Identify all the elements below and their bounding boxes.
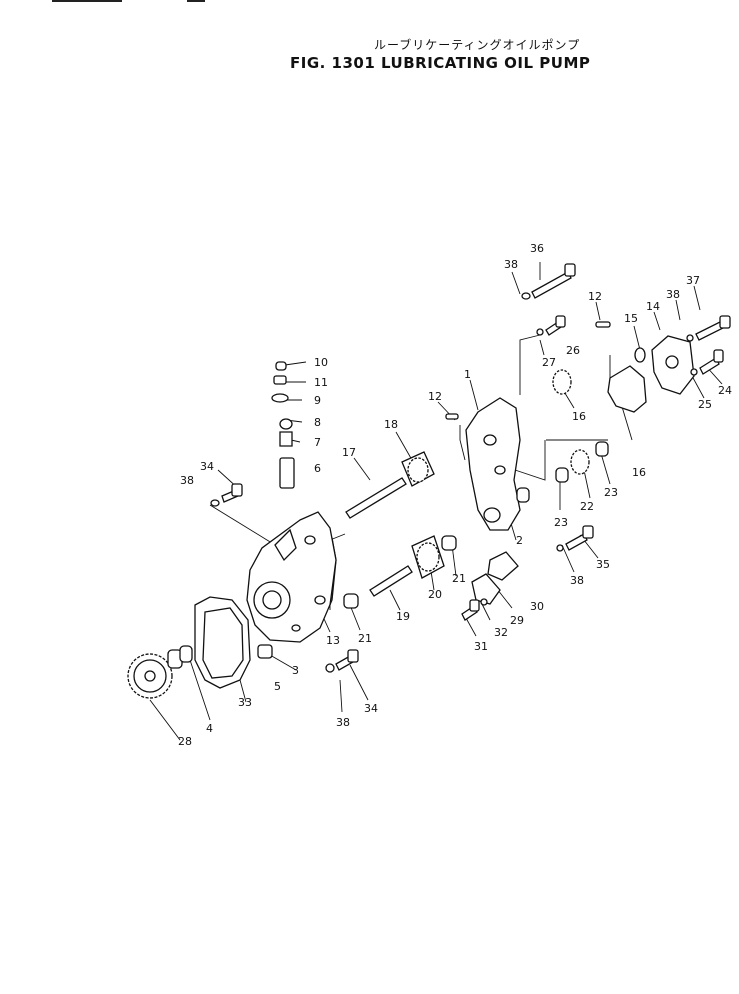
title-japanese: ルーブリケーティングオイルポンプ xyxy=(374,38,581,52)
callout-9: 9 xyxy=(314,394,321,407)
callout-3: 3 xyxy=(292,664,299,677)
callout-26: 26 xyxy=(566,344,580,357)
callout-12: 12 xyxy=(588,290,602,303)
callout-30: 30 xyxy=(530,600,544,613)
callout-27: 27 xyxy=(542,356,556,369)
bolt xyxy=(556,525,594,552)
relief-valve xyxy=(271,361,295,489)
bolt xyxy=(325,649,359,673)
bolts xyxy=(686,315,731,376)
callout-12: 12 xyxy=(428,390,442,403)
callout-1: 1 xyxy=(464,368,471,381)
callout-8: 8 xyxy=(314,416,321,429)
shafts xyxy=(345,477,413,597)
gears xyxy=(343,451,457,609)
callout-37: 37 xyxy=(686,274,700,287)
callout-10: 10 xyxy=(314,356,328,369)
callout-25: 25 xyxy=(698,398,712,411)
scan-mark xyxy=(187,0,205,2)
figure-title: FIG. 1301 LUBRICATING OIL PUMP xyxy=(290,54,591,72)
callout-33: 33 xyxy=(238,696,252,709)
pump-body xyxy=(465,397,530,531)
callout-17: 17 xyxy=(342,446,356,459)
callout-16: 16 xyxy=(572,410,586,423)
callout-34: 34 xyxy=(200,460,214,473)
callout-16: 16 xyxy=(632,466,646,479)
callout-14: 14 xyxy=(646,300,660,313)
callout-34: 34 xyxy=(364,702,378,715)
callout-23: 23 xyxy=(554,516,568,529)
callout-21: 21 xyxy=(452,572,466,585)
gasket xyxy=(194,596,251,689)
callout-29: 29 xyxy=(510,614,524,627)
callout-38: 38 xyxy=(504,258,518,271)
bolt xyxy=(536,315,566,336)
callout-35: 35 xyxy=(596,558,610,571)
dowel-pin xyxy=(595,321,611,328)
callout-32: 32 xyxy=(494,626,508,639)
callout-36: 36 xyxy=(530,242,544,255)
flange xyxy=(461,551,519,621)
callout-labels: 36 38 12 26 27 15 14 38 37 24 25 16 16 1… xyxy=(178,242,732,748)
callout-24: 24 xyxy=(718,384,732,397)
drive-gear xyxy=(127,645,193,699)
gear-and-cover xyxy=(552,335,695,413)
callout-5: 5 xyxy=(274,680,281,693)
callout-19: 19 xyxy=(396,610,410,623)
scan-mark xyxy=(52,0,122,2)
callout-2: 2 xyxy=(516,534,523,547)
callout-31: 31 xyxy=(474,640,488,653)
callout-21: 21 xyxy=(358,632,372,645)
long-bolt xyxy=(521,263,576,300)
dowel-pin xyxy=(445,413,459,420)
callout-20: 20 xyxy=(428,588,442,601)
pump-housing xyxy=(246,511,337,643)
callout-38: 38 xyxy=(336,716,350,729)
callout-22: 22 xyxy=(580,500,594,513)
callout-38: 38 xyxy=(666,288,680,301)
callout-18: 18 xyxy=(384,418,398,431)
callout-38: 38 xyxy=(570,574,584,587)
bolt xyxy=(210,483,243,507)
callout-6: 6 xyxy=(314,462,321,475)
callout-13: 13 xyxy=(326,634,340,647)
callout-23: 23 xyxy=(604,486,618,499)
callout-15: 15 xyxy=(624,312,638,325)
callout-4: 4 xyxy=(206,722,213,735)
gears-lower xyxy=(555,441,609,483)
callout-7: 7 xyxy=(314,436,321,449)
callout-11: 11 xyxy=(314,376,328,389)
callout-38: 38 xyxy=(180,474,194,487)
callout-28: 28 xyxy=(178,735,192,748)
plug xyxy=(257,644,273,659)
